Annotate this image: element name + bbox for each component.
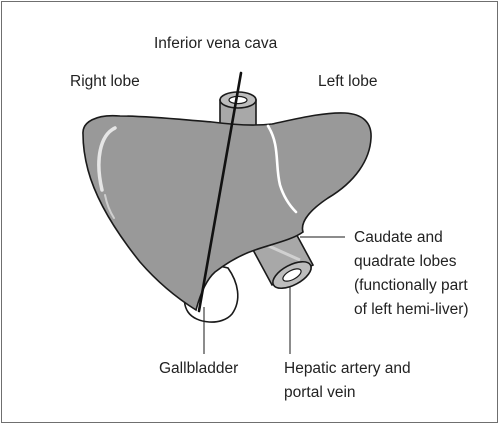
hepatic-label-line-2: portal vein xyxy=(284,384,356,401)
caudate-label-line-3: (functionally part xyxy=(354,277,468,294)
ivc-label: Inferior vena cava xyxy=(154,35,278,52)
left-lobe-label: Left lobe xyxy=(318,73,377,90)
caudate-label-line-4: of left hemi-liver) xyxy=(354,301,469,318)
caudate-label-line-2: quadrate lobes xyxy=(354,253,457,270)
right-lobe-label: Right lobe xyxy=(70,73,140,90)
caudate-label-line-1: Caudate and xyxy=(354,229,443,246)
gallbladder-label: Gallbladder xyxy=(159,360,238,377)
hepatic-label-line-1: Hepatic artery and xyxy=(284,360,411,377)
